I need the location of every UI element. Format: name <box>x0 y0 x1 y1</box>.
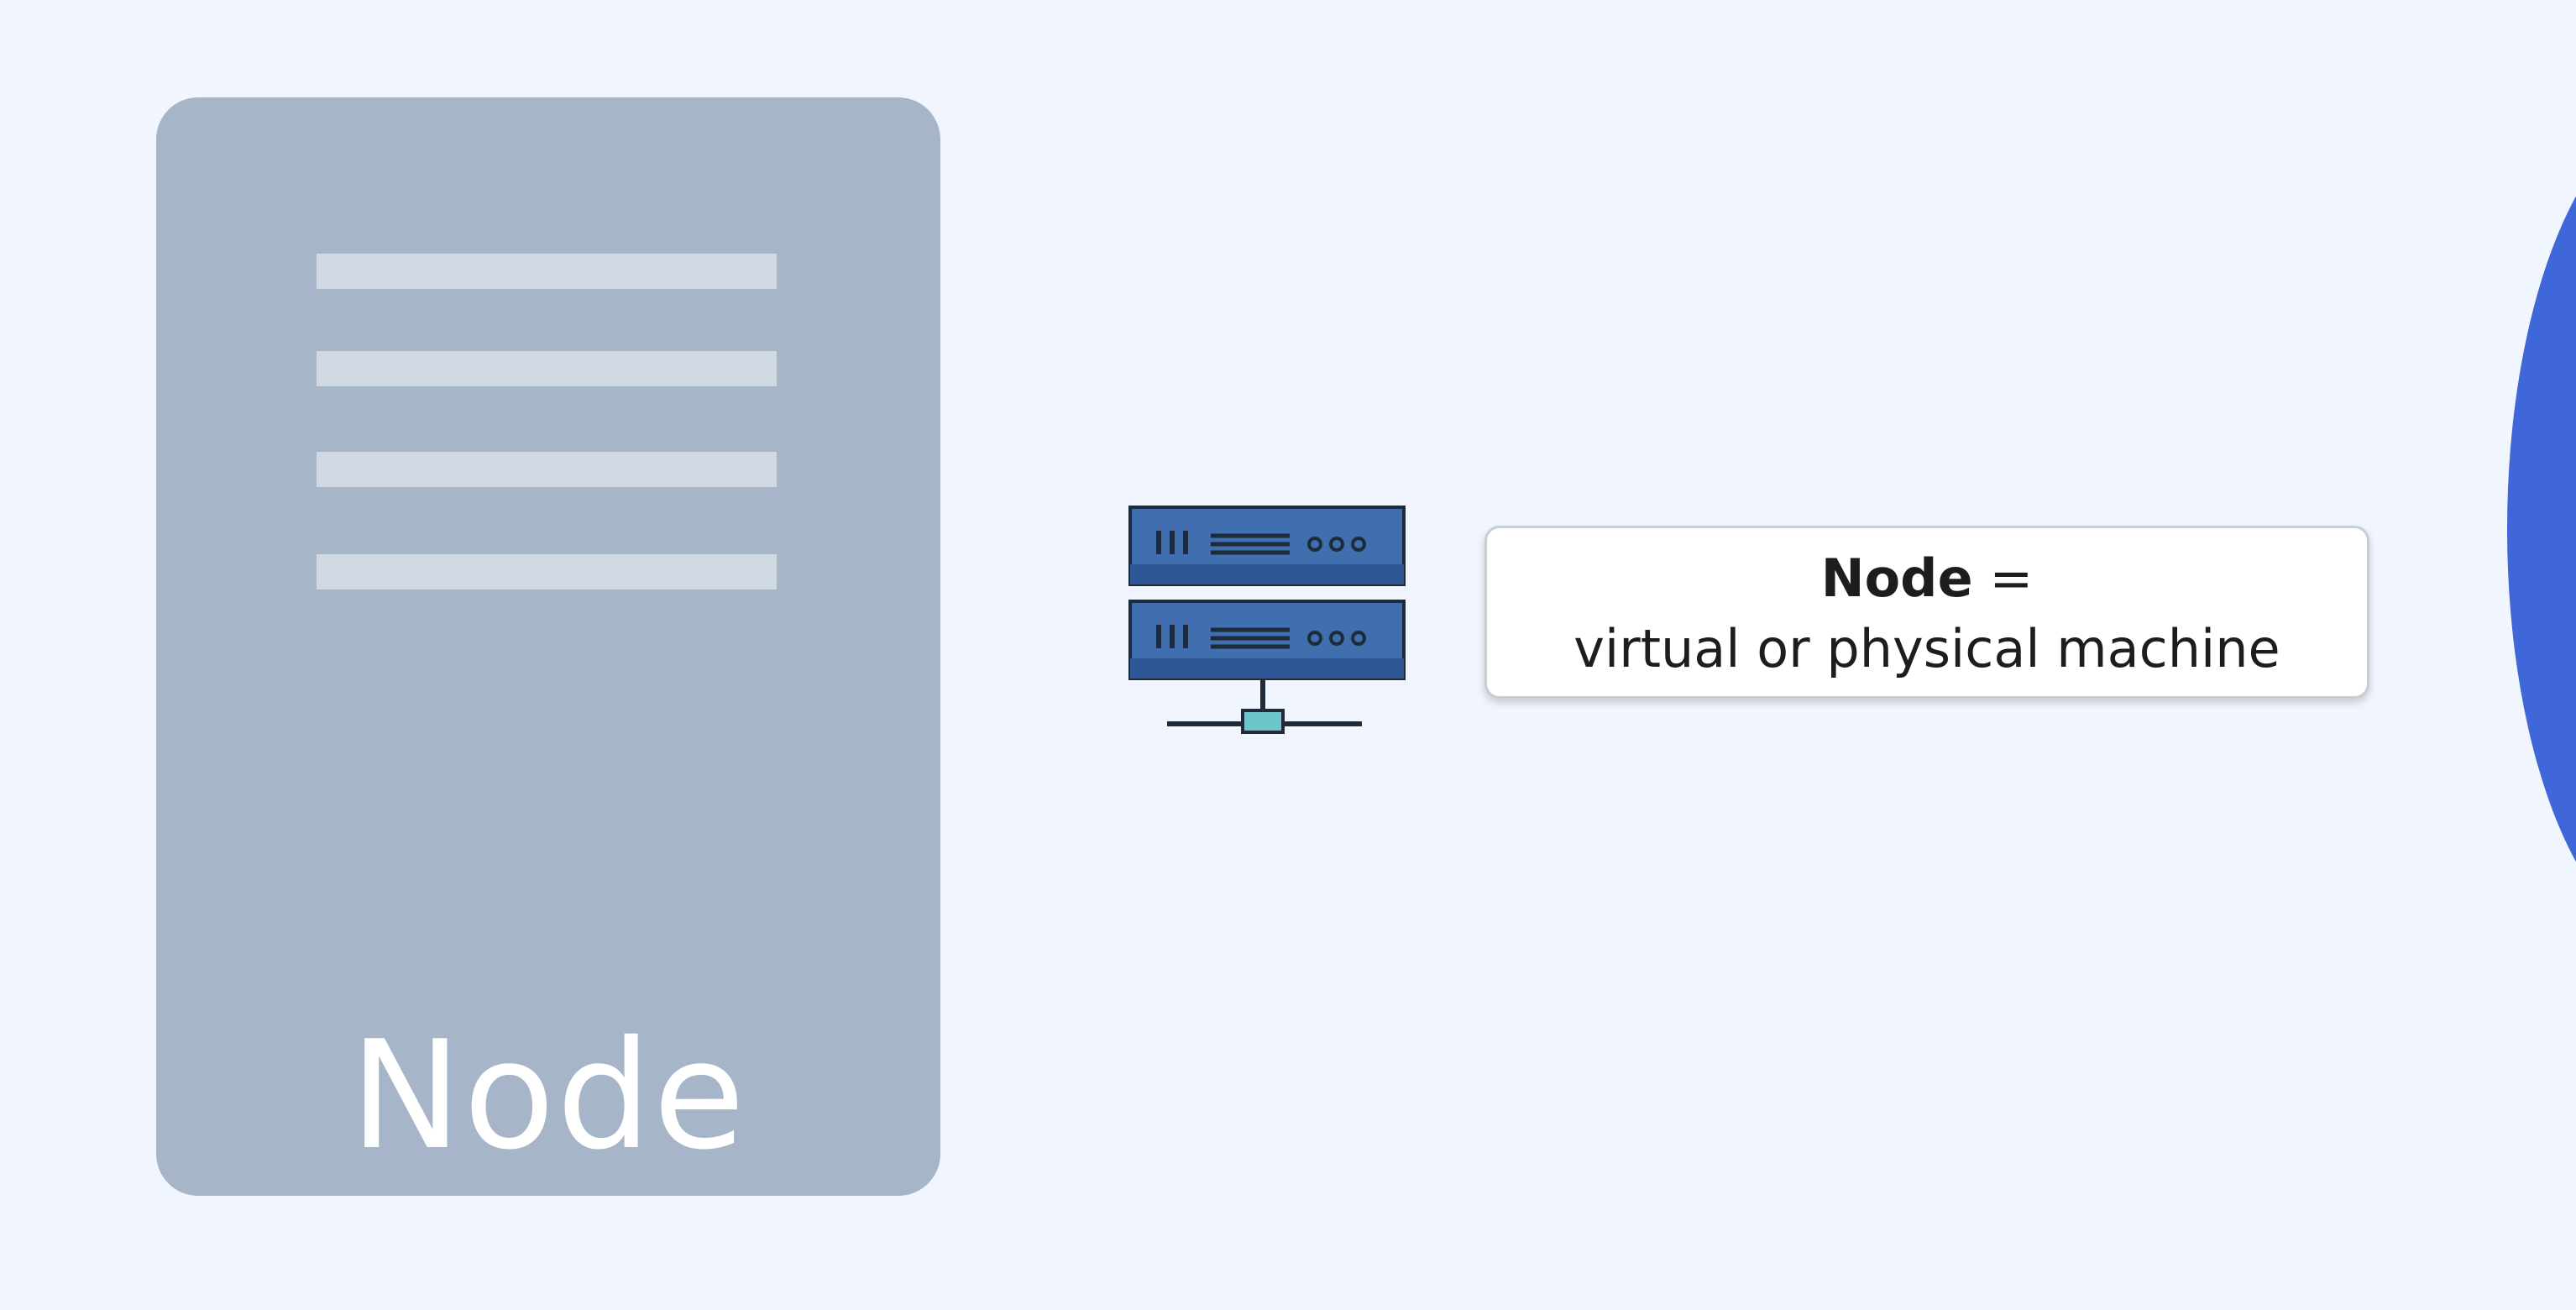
definition-term: Node <box>1820 548 1973 609</box>
node-card-line <box>317 452 777 487</box>
definition-equals: = <box>1989 548 2034 609</box>
node-card-title: Node <box>349 1009 747 1182</box>
blue-shape-partial <box>2507 109 2576 949</box>
definition-callout: Node = virtual or physical machine <box>1484 526 2369 699</box>
node-card: Node <box>156 97 940 1196</box>
node-card-line <box>317 351 777 386</box>
node-card-line <box>317 254 777 289</box>
server-rack-icon <box>1128 506 1406 734</box>
node-card-line <box>317 554 777 590</box>
definition-description: virtual or physical machine <box>1573 618 2280 679</box>
